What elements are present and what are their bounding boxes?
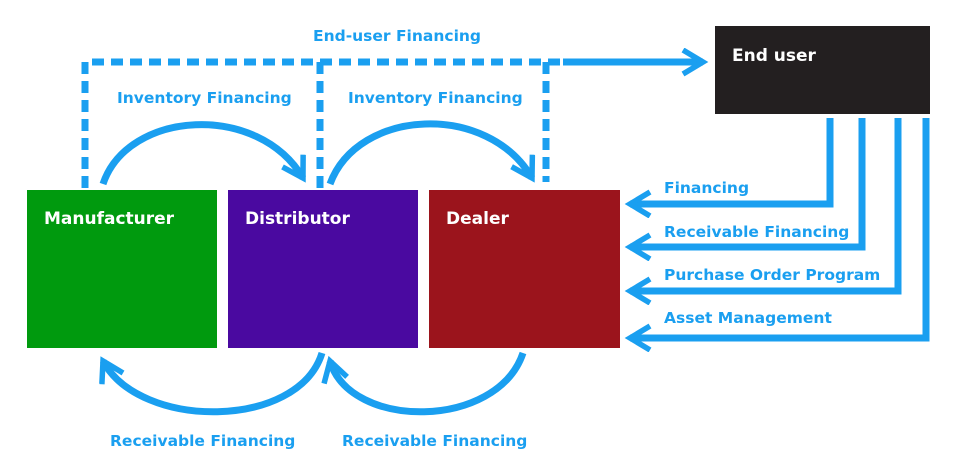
label-receivable-financing-1: Receivable Financing [110, 432, 295, 450]
label-receivable-financing-2: Receivable Financing [342, 432, 527, 450]
end-user-box: End user [715, 26, 930, 114]
end-user-label: End user [732, 46, 816, 66]
inventory-financing-arc-2 [326, 120, 532, 186]
dealer-box: Dealer [429, 190, 620, 348]
label-inventory-financing-1: Inventory Financing [117, 89, 292, 107]
label-service-receivable-financing: Receivable Financing [664, 223, 849, 241]
label-service-asset-management: Asset Management [664, 309, 832, 327]
label-service-financing: Financing [664, 179, 749, 197]
distributor-label: Distributor [245, 209, 350, 229]
inventory-financing-arc-1 [99, 121, 307, 186]
service-line-purchase-order-program [630, 118, 902, 291]
end-user-financing-dashed-path [81, 58, 560, 188]
label-end-user-financing: End-user Financing [313, 27, 481, 45]
label-inventory-financing-2: Inventory Financing [348, 89, 523, 107]
service-line-asset-management [630, 118, 930, 338]
manufacturer-box: Manufacturer [27, 190, 217, 348]
dealer-label: Dealer [446, 209, 509, 229]
receivable-financing-arc-2 [330, 351, 527, 416]
service-line-receivable-financing [630, 118, 866, 247]
distributor-box: Distributor [228, 190, 418, 348]
manufacturer-label: Manufacturer [44, 209, 175, 229]
receivable-financing-arc-1 [103, 351, 326, 416]
label-service-purchase-order-program: Purchase Order Program [664, 266, 880, 284]
service-line-financing [630, 118, 834, 204]
